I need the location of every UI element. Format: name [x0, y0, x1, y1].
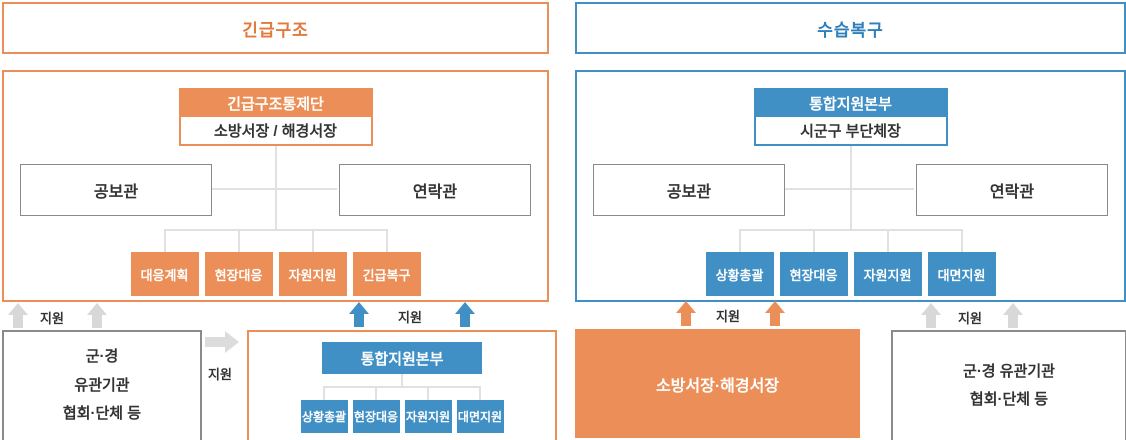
hq-team-box: 자원지원: [404, 400, 452, 433]
left-support-org-box: 군·경 유관기관 협회·단체 등: [2, 330, 202, 440]
hq-title-box: 통합지원본부: [322, 342, 482, 374]
recovery-teams-row: 상황총괄 현장대응 자원지원 대면지원: [577, 252, 1124, 296]
up-arrow-icon: [8, 303, 28, 329]
emergency-team-box: 자원지원: [278, 252, 347, 296]
org-line: 유관기관: [74, 376, 130, 394]
recovery-team-box: 상황총괄: [705, 252, 774, 296]
up-arrow-icon: [921, 303, 941, 329]
emergency-teams-row: 대응계획 현장대응 자원지원 긴급복구: [4, 252, 547, 296]
emergency-panel: 긴급구조통제단 소방서장 / 해경서장 공보관 연락관 대응계획 현장대응 자원…: [2, 70, 549, 302]
up-arrow-icon: [455, 302, 475, 328]
connector-line: [274, 144, 277, 229]
hq-team-box: 상황총괄: [300, 400, 348, 433]
connector-line: [210, 188, 337, 190]
connector-line: [849, 144, 852, 229]
org-line: 협회·단체 등: [62, 405, 142, 423]
up-arrow-icon: [765, 301, 785, 327]
connector-line: [164, 229, 387, 231]
up-arrow-icon: [676, 301, 696, 327]
connector-line: [163, 229, 166, 252]
connector-line: [385, 229, 388, 252]
connector-line: [738, 229, 741, 252]
emergency-control-box: 긴급구조통제단 소방서장 / 해경서장: [178, 88, 373, 146]
hq-team-box: 대면지원: [456, 400, 504, 433]
connector-line: [427, 386, 429, 400]
connector-line: [323, 386, 325, 400]
recovery-control-box: 통합지원본부 시군구 부단체장: [753, 88, 948, 146]
connector-line: [886, 229, 889, 252]
recovery-control-body: 시군구 부단체장: [755, 117, 946, 144]
connector-line: [324, 386, 480, 388]
emergency-control-body: 소방서장 / 해경서장: [180, 117, 371, 144]
emergency-public-info-box: 공보관: [20, 164, 212, 216]
recovery-team-box: 자원지원: [853, 252, 922, 296]
support-label: 지원: [958, 311, 982, 326]
up-arrow-icon: [349, 302, 369, 328]
right-support-org-box: 군·경 유관기관 협회·단체 등: [891, 330, 1126, 440]
support-label: 지원: [716, 309, 740, 324]
emergency-title-label: 긴급구조: [242, 20, 309, 40]
recovery-public-info-box: 공보관: [593, 164, 785, 216]
recovery-panel: 통합지원본부 시군구 부단체장 공보관 연락관 상황총괄 현장대응 자원지원 대…: [575, 70, 1126, 302]
org-line: 군·경 유관기관: [963, 362, 1055, 380]
recovery-liaison-box: 연락관: [916, 164, 1108, 216]
recovery-control-header: 통합지원본부: [755, 90, 946, 117]
hq-teams-row: 상황총괄 현장대응 자원지원 대면지원: [249, 400, 555, 433]
recovery-team-box: 대면지원: [927, 252, 996, 296]
connector-line: [401, 374, 403, 387]
emergency-team-box: 대응계획: [130, 252, 199, 296]
up-arrow-icon: [1003, 303, 1023, 329]
integrated-support-hq-box: 통합지원본부 상황총괄 현장대응 자원지원 대면지원: [247, 330, 557, 440]
connector-line: [812, 229, 815, 252]
connector-line: [960, 229, 963, 252]
org-line: 협회·단체 등: [969, 391, 1049, 408]
emergency-control-header: 긴급구조통제단: [180, 90, 371, 117]
up-arrow-icon: [87, 303, 107, 329]
recovery-section-title: 수습복구: [575, 2, 1126, 54]
recovery-title-label: 수습복구: [817, 20, 884, 40]
connector-line: [237, 229, 240, 252]
recovery-team-box: 현장대응: [779, 252, 848, 296]
org-line: 군·경: [85, 348, 119, 366]
connector-line: [479, 386, 481, 400]
emergency-liaison-box: 연락관: [339, 164, 531, 216]
right-arrow-icon: [205, 331, 239, 353]
support-label: 지원: [40, 311, 64, 326]
emergency-team-box: 긴급복구: [352, 252, 421, 296]
fire-coastguard-chief-box: 소방서장·해경서장: [575, 329, 860, 438]
connector-line: [783, 188, 914, 190]
emergency-team-box: 현장대응: [204, 252, 273, 296]
connector-line: [311, 229, 314, 252]
hq-team-box: 현장대응: [352, 400, 400, 433]
connector-line: [375, 386, 377, 400]
support-label: 지원: [398, 310, 422, 325]
connector-line: [739, 229, 962, 231]
emergency-section-title: 긴급구조: [2, 2, 549, 54]
support-label: 지원: [208, 367, 232, 382]
